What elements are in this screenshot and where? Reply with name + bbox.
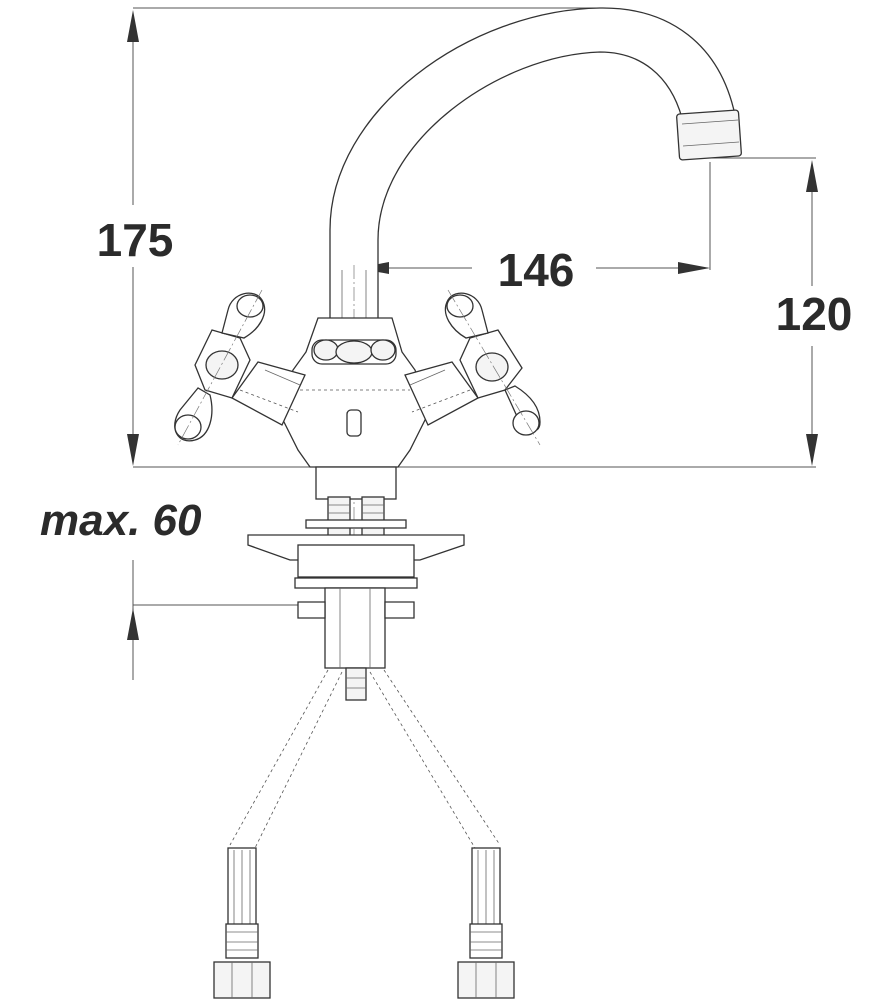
max-deck-thickness-label: max. 60 bbox=[40, 496, 202, 545]
spout-height-label: 120 bbox=[776, 288, 853, 340]
dimension-spout-reach: 146 bbox=[357, 162, 711, 296]
left-handle bbox=[174, 289, 306, 446]
faucet-body bbox=[277, 317, 431, 468]
overall-height-label: 175 bbox=[97, 214, 174, 266]
mounting-assembly bbox=[247, 466, 465, 701]
dimension-max-deck-thickness: max. 60 bbox=[40, 496, 300, 680]
flexible-hoses bbox=[213, 669, 515, 999]
right-hose-nut bbox=[457, 961, 515, 999]
spout-reach-label: 146 bbox=[498, 244, 575, 296]
right-handle bbox=[404, 289, 541, 446]
popup-knob bbox=[346, 409, 362, 437]
aerator bbox=[676, 109, 742, 161]
dimension-overall-height: 175 bbox=[82, 7, 600, 466]
spout bbox=[329, 7, 742, 700]
dimension-spout-height: 120 bbox=[710, 157, 865, 466]
left-hose-nut bbox=[213, 961, 271, 999]
